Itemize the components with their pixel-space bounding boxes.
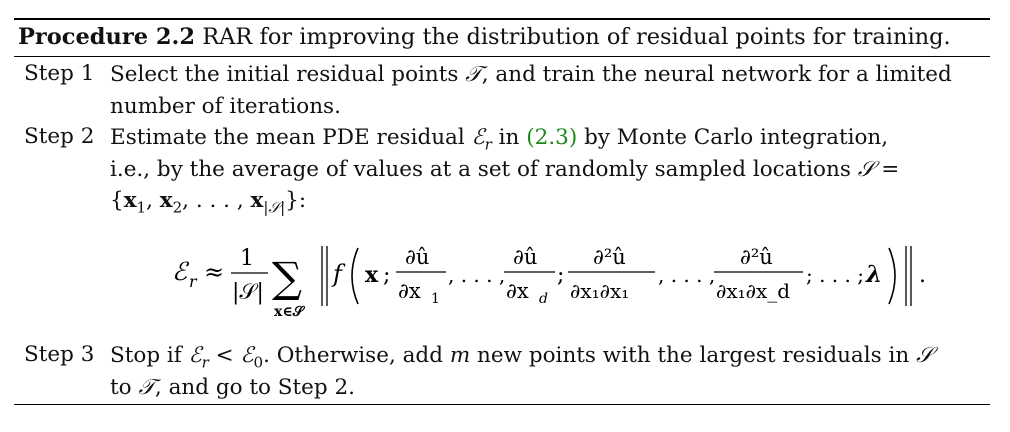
step-3-text-a: Stop if [110, 343, 182, 368]
step-2-text-c: by Monte Carlo integration, [584, 125, 889, 150]
sample-set: {x1, x2, . . . , x|𝒮|}: [110, 188, 307, 217]
equation-reference-link[interactable]: (2.3) [526, 125, 578, 150]
step-1-text-b: , and train the neural network for a lim… [481, 62, 952, 87]
procedure-title: Procedure 2.2 RAR for improving the dist… [18, 22, 951, 52]
eq-sum: ∑ [272, 253, 302, 302]
eq-semicolon-1: ; [383, 263, 390, 288]
residual-equation: ℰ r ≈ 1 |𝒮| ∑ x∈𝒮 f x ; ∂û ∂x 1 , . . . … [0, 236, 1010, 326]
symbol-T-2: 𝒯 [138, 374, 155, 400]
eq-period: . [919, 263, 926, 288]
symbol-T: 𝒯 [465, 62, 482, 87]
eq-sum-sub: x∈𝒮 [274, 304, 306, 320]
eq-frac-den: |𝒮| [232, 280, 264, 305]
eq-num-3: ∂²û [593, 245, 626, 269]
symbol-S: 𝒮 [857, 156, 875, 182]
eq-num-2: ∂û [513, 245, 537, 269]
step-3-label: Step 3 [24, 342, 95, 367]
eq-lambda: λ [865, 261, 882, 288]
eq-den-3: ∂x₁∂x₁ [570, 279, 629, 303]
symbol-E-sub: r [484, 135, 492, 154]
step-3-text-b: . Otherwise, add [263, 343, 443, 368]
eq-den-2: ∂x [506, 279, 529, 303]
eq-dots-2: , . . . , [658, 263, 715, 287]
top-rule [14, 18, 990, 20]
eq-frac-num: 1 [240, 246, 254, 271]
step-3-text-d: to [110, 374, 132, 400]
step-1-body: Select the initial residual points 𝒯, an… [110, 59, 988, 122]
step-2-text-d: i.e., by the average of values at a set … [110, 156, 851, 182]
header-rule [14, 56, 990, 57]
step-1-text-c: number of iterations. [110, 93, 341, 119]
procedure-label: Procedure 2.2 [18, 24, 196, 50]
symbol-S-2: 𝒮 [916, 343, 933, 368]
step-3-text-c: new points with the largest residuals in [477, 343, 910, 368]
procedure-caption: RAR for improving the distribution of re… [202, 24, 951, 50]
eq-semicolon-2: ; [557, 263, 564, 288]
bottom-rule [14, 404, 990, 405]
eq-x: x [365, 262, 379, 288]
symbol-m: m [449, 343, 471, 368]
step-2-text-b: in [498, 125, 520, 150]
eq-den-2-sub: d [539, 291, 548, 307]
step-3-text-e: , and go to Step 2. [154, 374, 356, 400]
step-3-inequality: ℰr < ℰ0 [188, 343, 264, 372]
eq-lhs-sub: r [189, 272, 198, 291]
step-2-label: Step 2 [24, 124, 95, 149]
eq-num-1: ∂û [405, 245, 429, 269]
step-2-text-a: Estimate the mean PDE residual [110, 125, 465, 150]
eq-den-1-sub: 1 [431, 291, 440, 307]
eq-dots-1: , . . . , [448, 263, 505, 287]
eq-paren-right [888, 247, 896, 305]
symbol-E: ℰ [471, 125, 485, 150]
eq-f: f [331, 260, 346, 288]
eq-approx: ≈ [204, 258, 224, 286]
eq-lhs: ℰ [172, 257, 190, 286]
eq-tail: ; . . . ; [806, 263, 864, 287]
step-3-body: Stop if ℰr < ℰ0. Otherwise, add m new po… [110, 340, 988, 403]
eq-num-4: ∂²û [740, 245, 773, 269]
equals-sign: = [881, 156, 900, 182]
step-2-body: Estimate the mean PDE residual ℰr in (2.… [110, 122, 988, 217]
eq-den-4: ∂x₁∂x_d [716, 279, 790, 303]
eq-den-1: ∂x [398, 279, 421, 303]
step-1-label: Step 1 [24, 61, 95, 86]
eq-paren-left [351, 247, 359, 305]
step-1-text-a: Select the initial residual points [110, 62, 459, 87]
